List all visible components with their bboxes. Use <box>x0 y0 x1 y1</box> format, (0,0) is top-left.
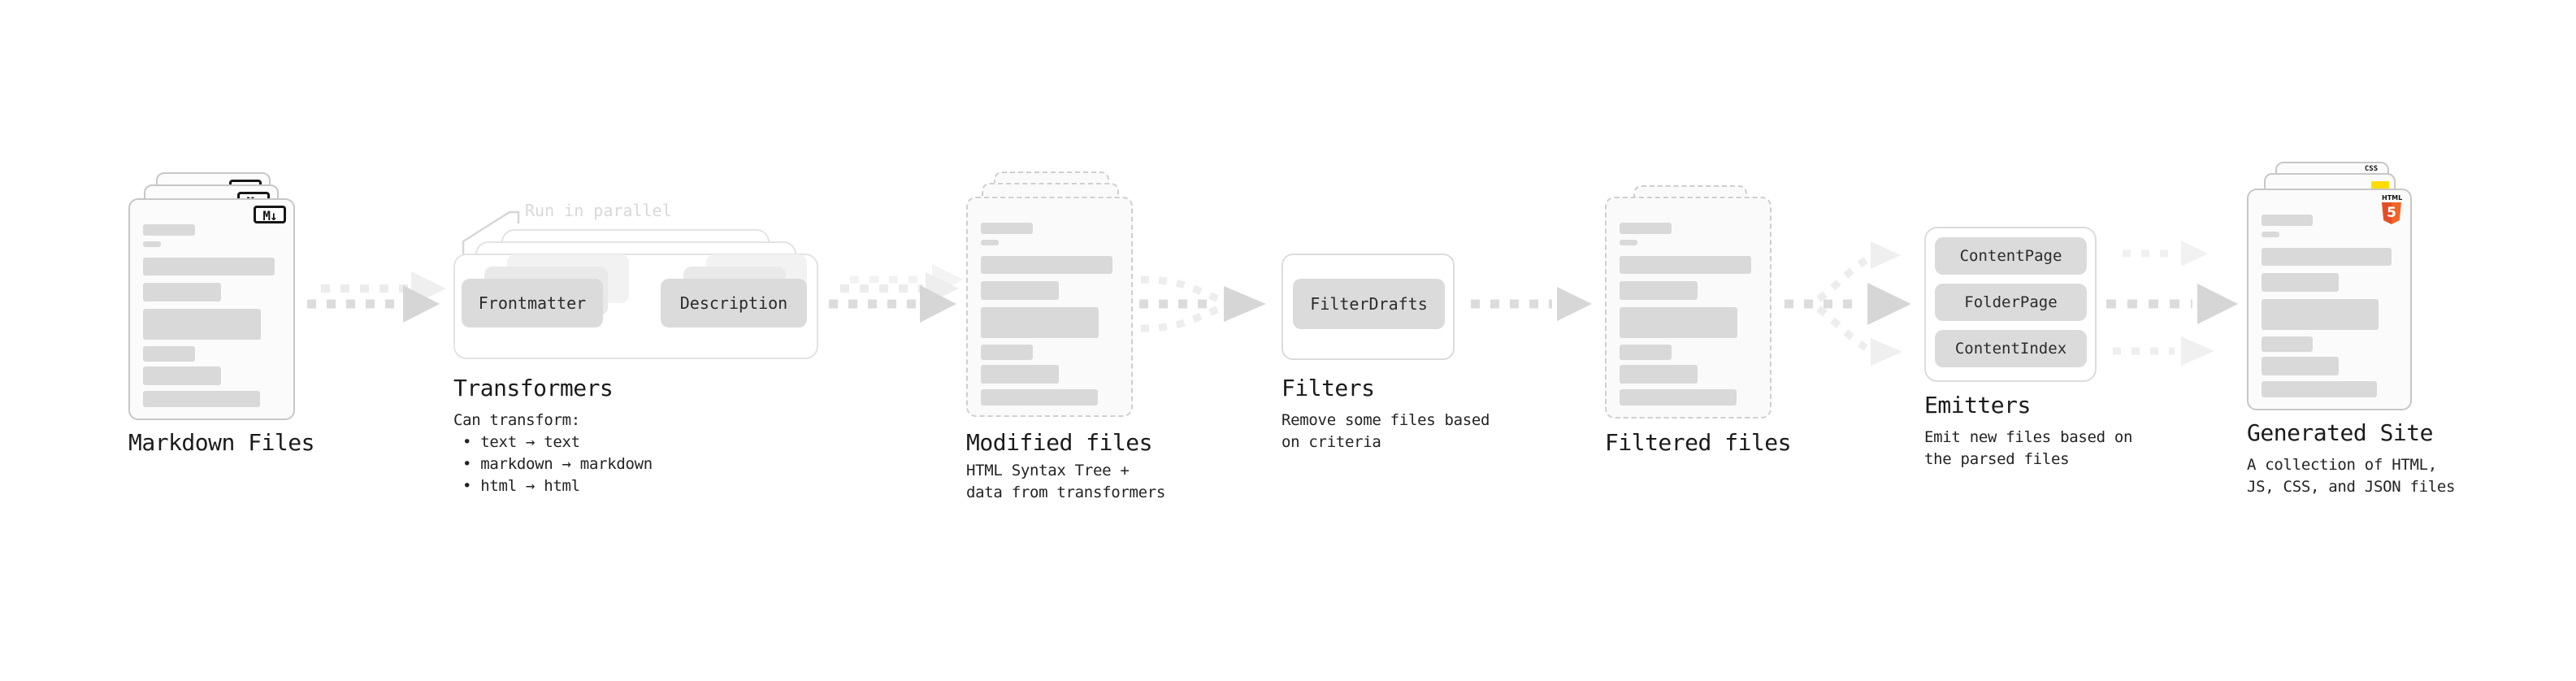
stage-title: Markdown Files <box>128 429 315 456</box>
html5-word: HTML <box>2382 194 2403 202</box>
text-placeholder-bars <box>143 224 280 407</box>
text-placeholder-bars <box>981 223 1118 406</box>
run-in-parallel-leader-line <box>462 210 520 254</box>
folderpage-box: FolderPage <box>1935 284 2087 321</box>
html5-icon: HTML 5 <box>2382 194 2403 224</box>
description-box: Description <box>661 279 807 327</box>
desc-line: A collection of HTML, <box>2247 456 2437 474</box>
contentindex-box: ContentIndex <box>1935 330 2087 367</box>
stage-title: Generated Site <box>2247 419 2434 446</box>
arrow-filtered-to-emitters <box>1785 241 1911 366</box>
desc-line: Remove some files based <box>1281 411 1490 429</box>
run-in-parallel-annotation: Run in parallel <box>525 201 672 220</box>
stage-title: Emitters <box>1924 392 2031 419</box>
desc-line: the parsed files <box>1924 450 2070 468</box>
desc-line: data from transformers <box>966 484 1166 501</box>
stage-description: HTML Syntax Tree + data from transformer… <box>966 460 1165 504</box>
arrow-filters-to-filtered <box>1471 287 1592 321</box>
desc-line: Can transform: <box>453 411 580 429</box>
desc-line: JS, CSS, and JSON files <box>2247 478 2456 496</box>
stage-title: Filters <box>1281 375 1375 401</box>
stage-title: Filtered files <box>1605 429 1792 456</box>
desc-line: on criteria <box>1281 433 1381 451</box>
markdown-file-front: M↓ <box>128 198 295 420</box>
arrow-emitters-to-generated <box>2106 241 2238 366</box>
generated-file-html: HTML 5 <box>2247 189 2412 410</box>
stage-description: Remove some files based on criteria <box>1281 410 1490 453</box>
text-placeholder-bars <box>1620 223 1757 406</box>
arrow-markdown-to-transformers <box>307 271 446 323</box>
html5-shield: 5 <box>2382 202 2401 224</box>
desc-line: Emit new files based on <box>1924 428 2133 446</box>
filtered-file-front <box>1605 197 1772 419</box>
markdown-icon: M↓ <box>254 206 286 223</box>
stage-title: Transformers <box>453 375 614 401</box>
contentpage-box: ContentPage <box>1935 237 2087 275</box>
frontmatter-box: Frontmatter <box>462 279 603 327</box>
html5-number: 5 <box>2387 205 2396 221</box>
desc-line: • html → html <box>462 477 580 495</box>
arrow-modified-to-filters <box>1139 275 1266 332</box>
filterdrafts-box: FilterDrafts <box>1293 279 1445 329</box>
stage-description: Emit new files based on the parsed files <box>1924 427 2133 471</box>
text-placeholder-bars <box>2262 215 2397 397</box>
stage-title: Modified files <box>966 429 1153 456</box>
stage-description: A collection of HTML, JS, CSS, and JSON … <box>2247 454 2456 498</box>
desc-line: • text → text <box>462 433 580 451</box>
desc-line: HTML Syntax Tree + <box>966 462 1130 479</box>
css-label: CSS <box>2364 165 2379 173</box>
arrow-transformers-to-modified <box>829 264 964 323</box>
modified-file-front <box>966 197 1133 417</box>
desc-line: • markdown → markdown <box>462 455 653 473</box>
stage-description: Can transform: • text → text • markdown … <box>453 410 653 497</box>
